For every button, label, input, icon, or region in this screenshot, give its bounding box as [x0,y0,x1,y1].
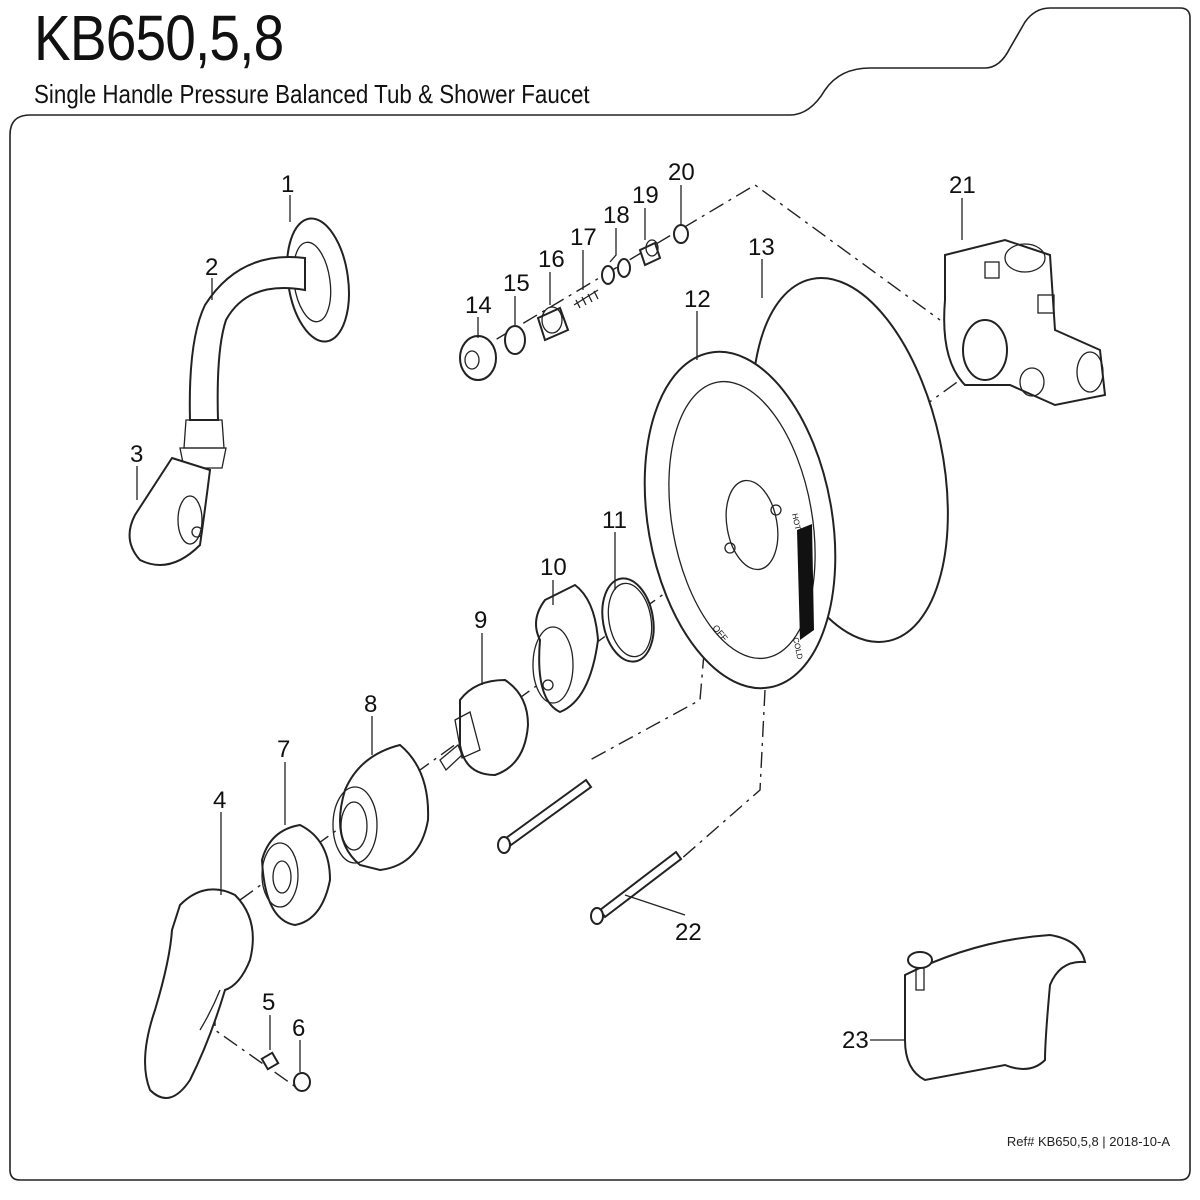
callout-1: 1 [281,171,294,198]
part-escutcheon: HOT OFF COLD [643,350,837,690]
callout-13: 13 [748,234,775,261]
part-hub [260,823,332,927]
callout-23: 23 [842,1027,869,1054]
callout-21: 21 [949,172,976,199]
dial-label-hot: HOT [790,513,802,531]
part-washers-18 [601,258,631,285]
model-title: KB650,5,8 [34,2,284,74]
callout-6: 6 [292,1015,305,1042]
callout-16: 16 [538,246,565,273]
part-shower-head [128,456,212,566]
callout-10: 10 [540,554,567,581]
centerline-handle-screw [214,1010,301,1091]
callout-2: 2 [205,254,218,281]
callout-12: 12 [684,286,711,313]
page-frame [9,7,1191,1181]
centerline-screw-2 [679,689,766,861]
callout-15: 15 [503,270,530,297]
callout-3: 3 [130,441,143,468]
part-spring-17 [573,289,599,309]
callout-20: 20 [668,159,695,186]
part-mounting-screws [497,778,683,925]
leaders [136,185,963,1072]
part-valve-body [943,238,1107,407]
part-bonnet-nut [459,335,497,381]
part-set-screw [260,1051,280,1071]
callout-17: 17 [570,224,597,251]
part-ring-11 [601,577,655,663]
part-washer-20 [673,224,689,244]
callout-18: 18 [603,202,630,229]
callout-22: 22 [675,919,702,946]
callout-14: 14 [465,292,492,319]
part-o-ring-15 [504,325,526,355]
callout-7: 7 [277,736,290,763]
part-cartridge-cap [532,583,600,714]
part-button-cap [293,1072,311,1092]
part-tub-spout [904,933,1087,1082]
callout-5: 5 [262,989,275,1016]
callout-4: 4 [213,787,226,814]
part-cartridge [439,678,530,777]
product-subtitle: Single Handle Pressure Balanced Tub & Sh… [34,79,590,109]
part-seat-19 [638,239,662,267]
part-sleeve [332,743,430,872]
callout-19: 19 [632,182,659,209]
reference-code: Ref# KB650,5,8 | 2018-10-A [1006,1134,1170,1149]
callout-8: 8 [364,691,377,718]
part-shower-arm [179,256,306,469]
callout-9: 9 [474,607,487,634]
part-stem-16 [536,306,570,342]
part-lever-handle [144,888,254,1099]
callout-11: 11 [602,507,627,534]
